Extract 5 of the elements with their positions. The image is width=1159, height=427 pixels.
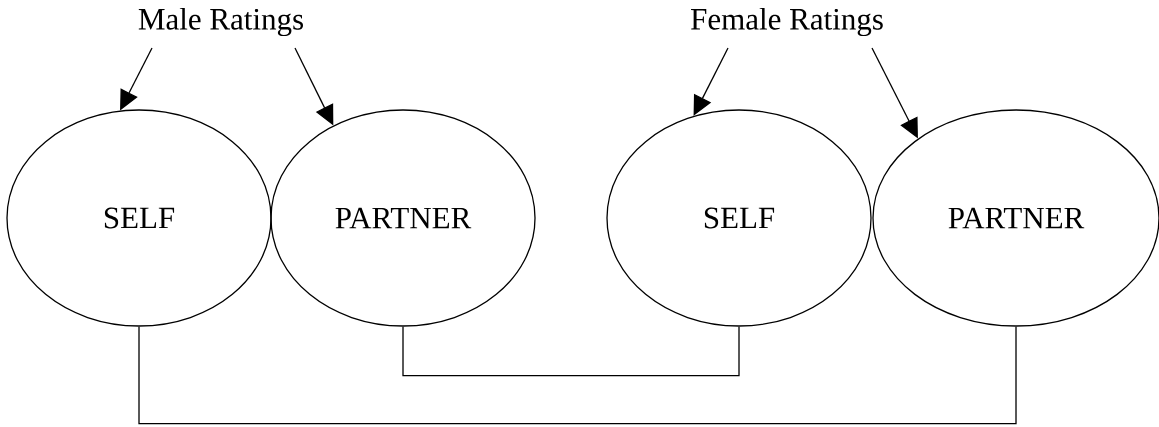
connector-line [402, 326, 740, 377]
rating-label: Female Ratings [691, 7, 883, 37]
rating-label: Male Ratings [138, 7, 303, 37]
connector-line [138, 326, 1017, 425]
arrow [693, 47, 729, 116]
